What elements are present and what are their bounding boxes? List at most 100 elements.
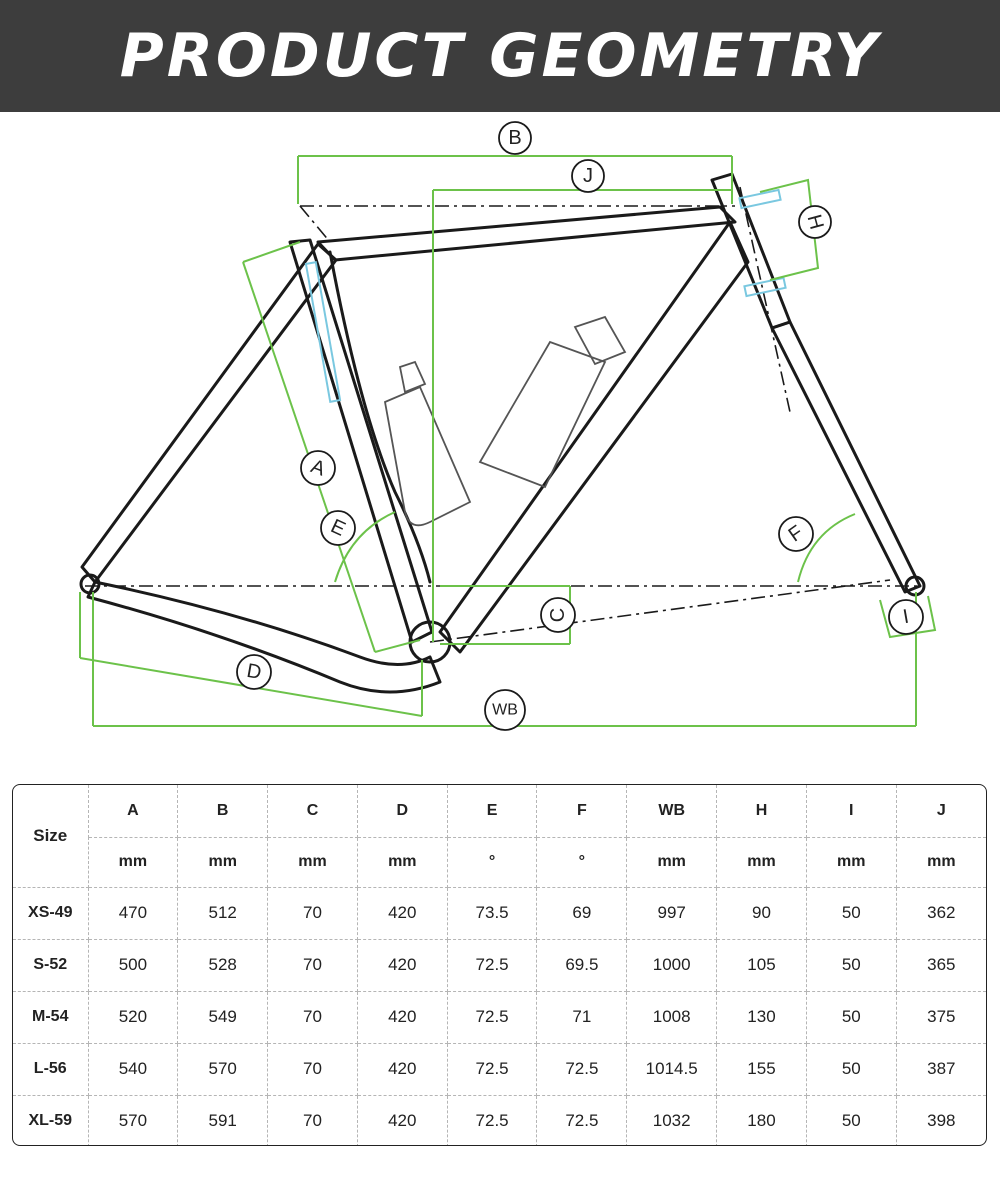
- table-cell: 70: [267, 1094, 358, 1145]
- column-header-e: E: [446, 785, 538, 838]
- table-cell: 362: [895, 886, 986, 940]
- table-cell: 549: [177, 990, 269, 1044]
- table-cell: 105: [716, 938, 807, 992]
- table-cell: 50: [805, 886, 897, 940]
- table-cell: 70: [267, 938, 358, 992]
- table-cell: 375: [895, 990, 986, 1044]
- chainstay-reference-line: [429, 579, 891, 643]
- table-cell: 72.5: [536, 1094, 628, 1145]
- table-cell: 570: [177, 1042, 269, 1096]
- table-cell: 387: [895, 1042, 986, 1096]
- frame-joints: [79, 573, 926, 664]
- table-cell: 70: [267, 990, 358, 1044]
- fork: [770, 320, 922, 594]
- dim-label-j: J: [583, 165, 593, 187]
- steerer-axis-line: [739, 186, 791, 413]
- size-cell: XS-49: [13, 886, 89, 940]
- table-cell: 997: [626, 886, 718, 940]
- table-cell: 1008: [626, 990, 718, 1044]
- water-bottles: [383, 315, 627, 527]
- table-cell: 90: [716, 886, 807, 940]
- unit-c: mm: [267, 836, 358, 888]
- unit-f: °: [536, 836, 628, 888]
- unit-a: mm: [88, 836, 179, 888]
- table-cell: 72.5: [446, 938, 538, 992]
- table-unit-row: mm mm mm mm ° ° mm mm mm mm: [13, 836, 986, 888]
- seat-tube: [288, 238, 434, 644]
- frame-drawing: B J H A E F C D WB I: [79, 121, 937, 731]
- bubble-f: [778, 516, 814, 552]
- table-cell: 420: [356, 1094, 448, 1145]
- seat-stay: [80, 242, 338, 584]
- table-cell: 72.5: [536, 1042, 628, 1096]
- bubble-j: [571, 159, 605, 193]
- column-header-c: C: [267, 785, 358, 838]
- table-cell: 540: [87, 1042, 179, 1096]
- bubble-i: [888, 599, 924, 635]
- column-header-f: F: [536, 785, 628, 838]
- table-row: XS-49 470 512 70 420 73.5 69 997 90 50 3…: [13, 886, 986, 940]
- size-cell: XL-59: [13, 1094, 89, 1145]
- table-cell: 180: [716, 1094, 807, 1145]
- table-cell: 365: [895, 938, 986, 992]
- unit-b: mm: [177, 836, 269, 888]
- unit-i: mm: [805, 836, 897, 888]
- table-cell: 73.5: [446, 886, 538, 940]
- title-banner: PRODUCT GEOMETRY: [0, 0, 1000, 112]
- table-row: XL-59 570 591 70 420 72.5 72.5 1032 180 …: [13, 1094, 986, 1145]
- column-header-h: H: [716, 785, 807, 838]
- dim-label-h: H: [803, 212, 828, 232]
- table-cell: 528: [177, 938, 269, 992]
- table-cell: 72.5: [446, 1042, 538, 1096]
- dim-a-tick-bottom: [374, 639, 421, 653]
- table-cell: 512: [177, 886, 269, 940]
- top-tube: [316, 205, 737, 262]
- table-cell: 69.5: [536, 938, 628, 992]
- table-cell: 70: [267, 886, 358, 940]
- table-cell: 50: [805, 1094, 897, 1145]
- dim-e-arc: [334, 511, 396, 583]
- head-tube: [710, 172, 792, 330]
- dim-label-b: B: [508, 127, 521, 149]
- geometry-table: Size A B C D E F WB H I J mm mm mm mm ° …: [13, 785, 986, 1145]
- table-cell: 1014.5: [626, 1042, 718, 1096]
- seat-tube-inner: [328, 250, 432, 584]
- bottle-down-tube: [478, 340, 607, 489]
- table-cell: 1032: [626, 1094, 718, 1145]
- table-cell: 50: [805, 990, 897, 1044]
- dimension-lines: [79, 155, 937, 727]
- table-cell: 130: [716, 990, 807, 1044]
- table-header-row: Size A B C D E F WB H I J: [13, 785, 986, 888]
- column-header-j: J: [895, 785, 986, 838]
- table-cell: 420: [356, 886, 448, 940]
- size-header: Size: [13, 785, 89, 888]
- table-cell: 420: [356, 1042, 448, 1096]
- table-cell: 72.5: [446, 1094, 538, 1145]
- table-cell: 570: [87, 1094, 179, 1145]
- seatpost-accent: [304, 261, 342, 403]
- bubble-wb: [484, 689, 526, 731]
- reference-lines: [85, 186, 922, 643]
- column-header-i: I: [805, 785, 897, 838]
- column-header-b: B: [177, 785, 269, 838]
- table-cell: 500: [87, 938, 179, 992]
- dim-label-c: C: [547, 608, 569, 622]
- column-header-wb: WB: [626, 785, 718, 838]
- headset-upper-accent: [738, 188, 782, 210]
- table-cell: 69: [536, 886, 628, 940]
- table-row: M-54 520 549 70 420 72.5 71 1008 130 50 …: [13, 990, 986, 1044]
- bubble-h: [798, 205, 832, 239]
- column-header-d: D: [356, 785, 448, 838]
- bubble-d: [236, 654, 272, 690]
- dim-f-arc: [797, 513, 856, 583]
- table-cell: 72.5: [446, 990, 538, 1044]
- down-tube: [438, 220, 750, 654]
- column-header-a: A: [87, 785, 179, 838]
- page-title: PRODUCT GEOMETRY: [119, 21, 881, 91]
- table-cell: 470: [87, 886, 179, 940]
- size-cell: M-54: [13, 990, 89, 1044]
- dim-label-i: I: [901, 606, 910, 629]
- top-reference-drop: [299, 205, 331, 243]
- bottle-seat-tube: [383, 385, 472, 527]
- table-cell: 398: [895, 1094, 986, 1145]
